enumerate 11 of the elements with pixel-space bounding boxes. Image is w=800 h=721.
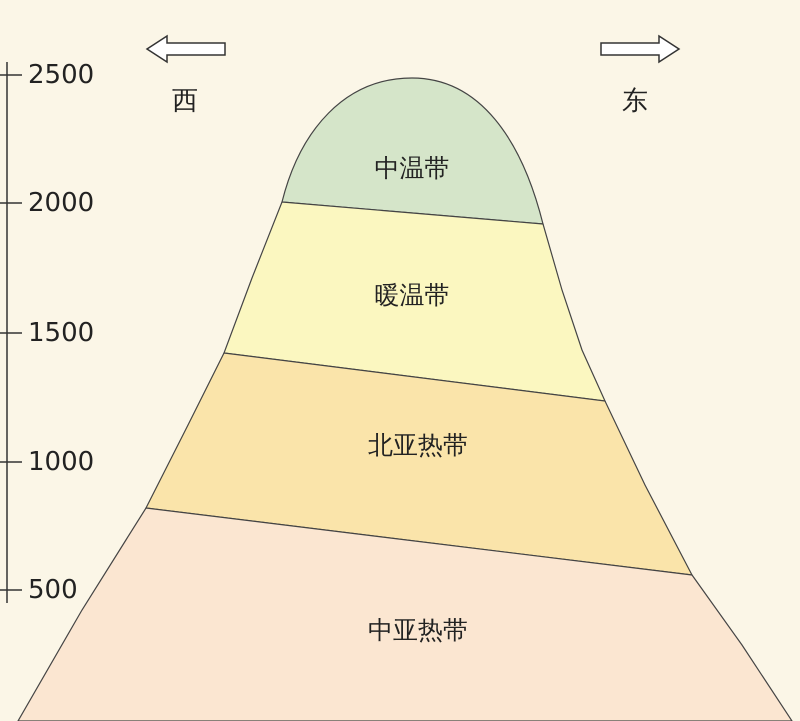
zone-label: 北亚热带: [368, 430, 468, 462]
direction-label: 西: [172, 88, 198, 114]
zone-label: 暖温带: [374, 280, 450, 312]
altitude-tick-label: 2000: [28, 190, 94, 216]
zone-label: 中温带: [374, 152, 450, 184]
altitude-tick-label: 1000: [28, 449, 94, 475]
altitude-tick-label: 2500: [28, 62, 94, 88]
direction-label: 东: [622, 88, 648, 114]
altitude-tick-label: 1500: [28, 320, 94, 346]
zone-label: 中亚热带: [368, 614, 468, 646]
altitude-tick-label: 500: [28, 577, 78, 603]
